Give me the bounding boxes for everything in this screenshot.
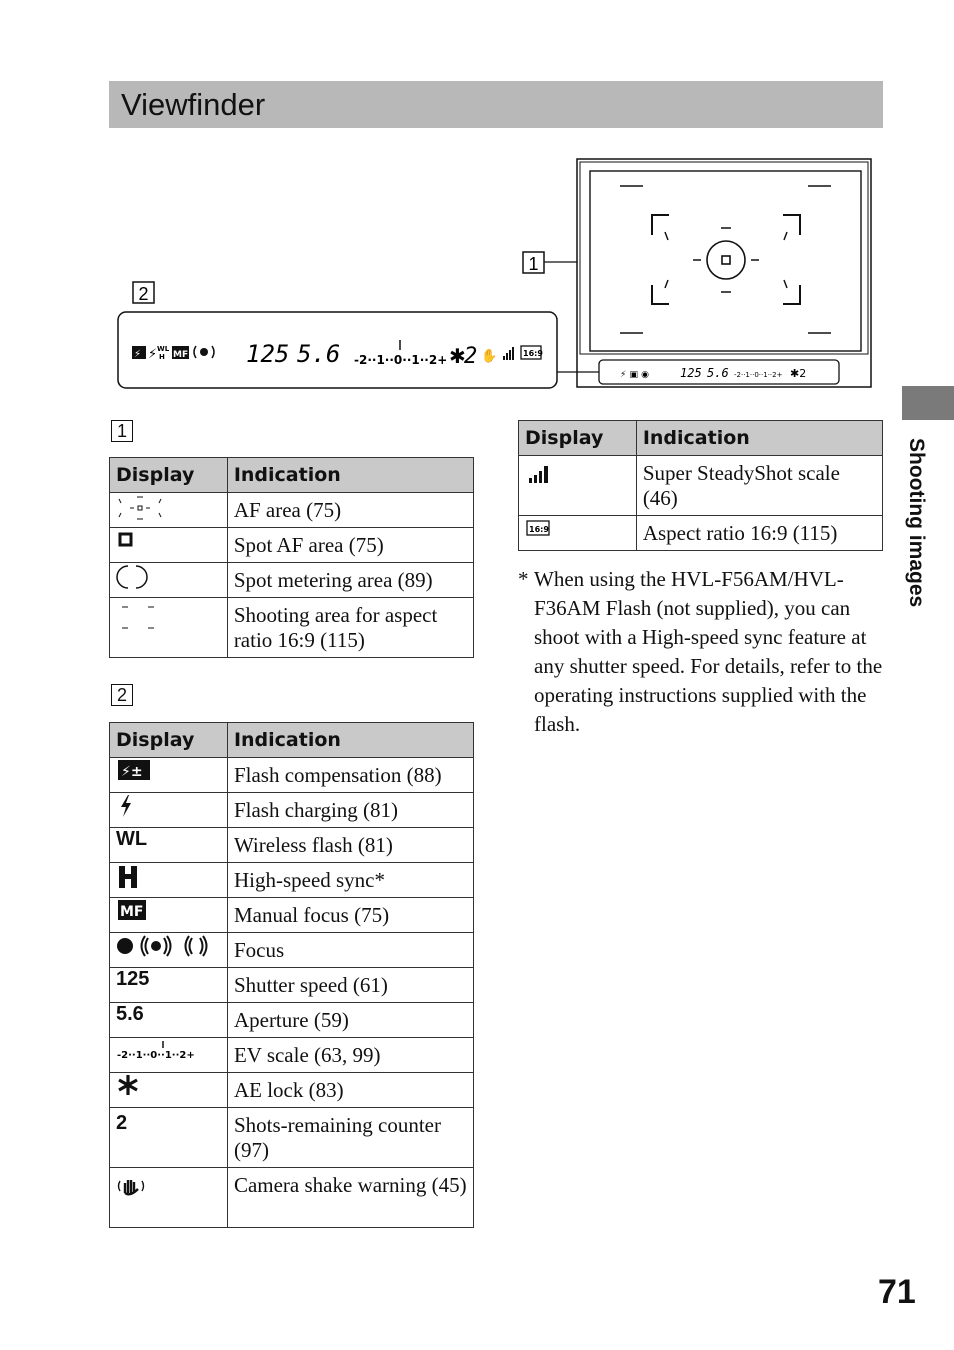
lcd-shutter: 125 xyxy=(246,340,289,368)
display-cell: 2 xyxy=(109,1107,228,1168)
spot-af-area-icon xyxy=(118,532,133,547)
callout-2-box xyxy=(132,281,155,304)
manual-focus-icon: MF xyxy=(118,900,146,920)
indication-cell: Aperture (59) xyxy=(226,1002,475,1038)
lcd-aperture: 5.6 xyxy=(297,340,340,368)
callout-1-label: 1 xyxy=(528,254,538,274)
table-row: 2 Shots-remaining counter (97) xyxy=(109,1107,475,1168)
svg-text:⚡±: ⚡± xyxy=(121,764,143,780)
ev-scale-icon: -2··1··0··1··2+ xyxy=(117,1041,195,1061)
lcd-counter: 2 xyxy=(464,344,477,369)
indication-cell: AE lock (83) xyxy=(226,1072,475,1108)
high-speed-sync-icon xyxy=(119,866,137,888)
spot-metering-icon xyxy=(116,565,148,589)
svg-text:WL: WL xyxy=(157,345,170,353)
side-tab-marker xyxy=(902,386,954,420)
lcd-ev-scale: -2··1··0··1··2+ xyxy=(354,353,447,367)
table-row: MF Manual focus (75) xyxy=(109,897,475,933)
svg-text:⚡: ⚡ xyxy=(148,347,157,362)
focus-icon xyxy=(117,935,208,957)
svg-text:⚡: ⚡ xyxy=(134,349,141,360)
indication-cell: Spot metering area (89) xyxy=(226,562,475,598)
indication-cell: Shots-remaining counter (97) xyxy=(226,1107,475,1168)
svg-text:-2··1··0··1··2+: -2··1··0··1··2+ xyxy=(734,371,783,379)
table-row: 125 Shutter speed (61) xyxy=(109,967,475,1003)
table-row: ⚡± Flash compensation (88) xyxy=(109,757,475,793)
aspect-area-icon xyxy=(122,606,154,629)
section-3-table: Display Indication Super SteadyShot scal… xyxy=(518,420,884,551)
indication-cell: Aspect ratio 16:9 (115) xyxy=(635,515,884,551)
display-header: Display xyxy=(518,420,637,456)
indication-cell: Shooting area for aspect ratio 16:9 (115… xyxy=(226,597,475,658)
indication-header: Indication xyxy=(226,722,475,758)
page-title: Viewfinder xyxy=(121,87,266,122)
indication-header: Indication xyxy=(635,420,884,456)
indication-cell: Wireless flash (81) xyxy=(226,827,475,863)
table-row: -2··1··0··1··2+ EV scale (63, 99) xyxy=(109,1037,475,1073)
af-area-icon xyxy=(118,496,162,520)
ae-lock-icon xyxy=(118,1075,138,1095)
section-1-table: Display Indication AF area (75) Spot AF … xyxy=(109,457,475,658)
section-2-number: 2 xyxy=(111,684,133,706)
indication-cell: Shutter speed (61) xyxy=(226,967,475,1003)
table-row: AE lock (83) xyxy=(109,1072,475,1108)
flash-compensation-icon: ⚡± xyxy=(118,760,150,780)
display-header: Display xyxy=(109,722,228,758)
indication-cell: EV scale (63, 99) xyxy=(226,1037,475,1073)
camera-shake-icon xyxy=(117,1179,145,1196)
page-number: 71 xyxy=(878,1273,916,1311)
table-row: Focus xyxy=(109,932,475,968)
table-row: Spot AF area (75) xyxy=(109,527,475,563)
table-row: Spot metering area (89) xyxy=(109,562,475,598)
table-row: 5.6 Aperture (59) xyxy=(109,1002,475,1038)
table-row: High-speed sync* xyxy=(109,862,475,898)
flash-charging-icon xyxy=(121,795,131,817)
svg-text:MF: MF xyxy=(173,350,188,360)
indication-cell: Camera shake warning (45) xyxy=(226,1167,475,1228)
indication-cell: High-speed sync* xyxy=(226,862,475,898)
svg-text:-2··1··0··1··2+: -2··1··0··1··2+ xyxy=(117,1050,195,1061)
table-row: Super SteadyShot scale (46) xyxy=(518,455,884,516)
svg-text:16:9: 16:9 xyxy=(529,525,549,534)
table-row: AF area (75) xyxy=(109,492,475,528)
display-header: Display xyxy=(109,457,228,493)
display-cell: 5.6 xyxy=(109,1002,228,1038)
display-cell: 125 xyxy=(109,967,228,1003)
svg-text:✱2: ✱2 xyxy=(790,367,806,380)
svg-text:⚡ ▣ ◉: ⚡ ▣ ◉ xyxy=(620,370,649,380)
viewfinder-diagram: 1 2 ⚡ ▣ ◉ 125 5.6 -2··1··0··1··2+ ✱2 ⚡ ⚡… xyxy=(117,158,872,389)
aspect-ratio-icon: 16:9 xyxy=(526,520,550,536)
section-2-table: Display Indication ⚡± Flash compensation… xyxy=(109,722,475,1228)
indication-cell: Flash compensation (88) xyxy=(226,757,475,793)
footnote-marker: * xyxy=(518,567,529,591)
indication-cell: Flash charging (81) xyxy=(226,792,475,828)
section-1-number: 1 xyxy=(111,420,133,442)
indication-cell: AF area (75) xyxy=(226,492,475,528)
section-header: Viewfinder xyxy=(109,81,883,128)
indication-cell: Focus xyxy=(226,932,475,968)
side-tab-label: Shooting images xyxy=(905,438,928,608)
svg-text:16:9: 16:9 xyxy=(523,349,543,358)
indication-cell: Spot AF area (75) xyxy=(226,527,475,563)
callout-2-label: 2 xyxy=(138,284,148,304)
lcd-panel xyxy=(117,311,558,389)
indication-cell: Super SteadyShot scale (46) xyxy=(635,455,884,516)
indication-header: Indication xyxy=(226,457,475,493)
svg-text:MF: MF xyxy=(120,904,144,920)
svg-text:5.6: 5.6 xyxy=(707,366,729,380)
table-row: WL Wireless flash (81) xyxy=(109,827,475,863)
svg-text:✱: ✱ xyxy=(449,344,466,368)
display-cell: WL xyxy=(109,827,228,863)
steadyshot-scale-icon xyxy=(529,465,548,483)
table-row: Camera shake warning (45) xyxy=(109,1167,475,1228)
svg-text:✋: ✋ xyxy=(481,348,497,364)
table-row: Shooting area for aspect ratio 16:9 (115… xyxy=(109,597,475,658)
svg-text:H: H xyxy=(159,353,165,361)
svg-text:125: 125 xyxy=(680,366,702,380)
indication-cell: Manual focus (75) xyxy=(226,897,475,933)
footnote-text: When using the HVL-F56AM/HVL-F36AM Flash… xyxy=(534,567,883,736)
table-row: 16:9 Aspect ratio 16:9 (115) xyxy=(518,515,884,551)
table-row: Flash charging (81) xyxy=(109,792,475,828)
viewfinder-frame xyxy=(576,158,872,388)
